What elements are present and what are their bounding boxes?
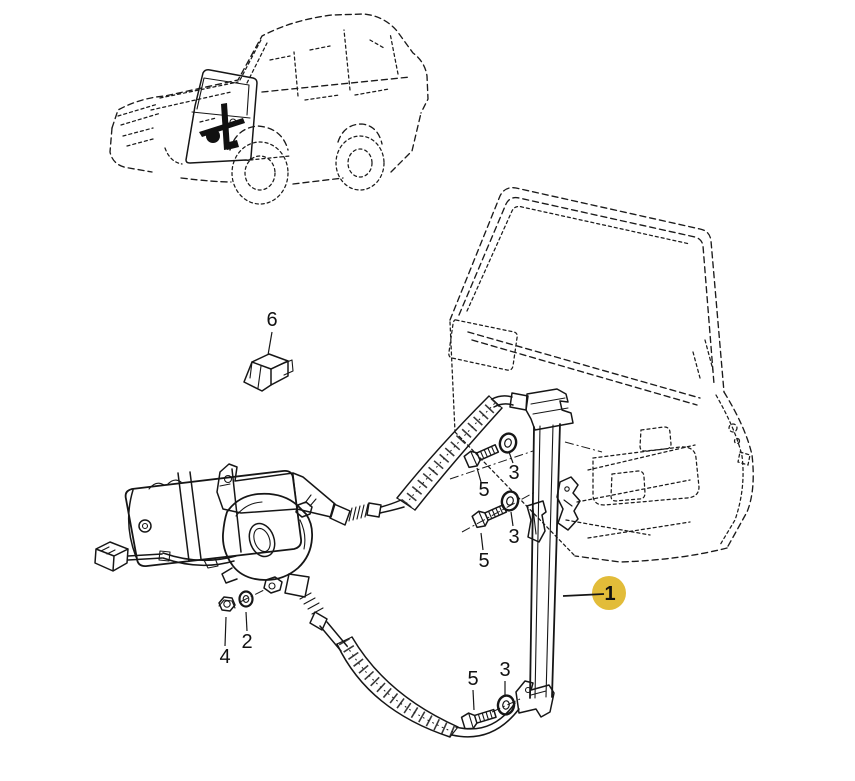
leader-3-middle <box>510 511 514 527</box>
glass-slider-clamp <box>526 476 581 543</box>
leader-5-upper <box>476 467 482 483</box>
callout-5-lower[interactable]: 5 <box>467 668 478 690</box>
callout-4[interactable]: 4 <box>219 646 230 668</box>
callouts: 6 5 3 5 3 4 2 5 3 1 <box>219 309 626 711</box>
highlighted-hotspot-1[interactable]: 1 <box>562 576 626 610</box>
washer-upper <box>496 430 520 456</box>
callout-1[interactable]: 1 <box>604 583 615 605</box>
door-regulator-glyph <box>199 103 245 150</box>
callout-3-upper[interactable]: 3 <box>508 462 519 484</box>
leader-2 <box>245 611 248 632</box>
electric-motor <box>124 468 303 569</box>
leader-5-middle <box>480 532 484 551</box>
regulator-rail <box>525 388 574 699</box>
callout-5-upper[interactable]: 5 <box>478 479 489 501</box>
clip-part-6 <box>243 353 294 392</box>
car-door-open <box>185 69 258 164</box>
bolt-lower <box>460 704 498 732</box>
upper-cable <box>329 499 405 526</box>
motor-mount-bracket <box>216 463 336 518</box>
lower-cable-guide-channel <box>336 636 520 738</box>
callout-3-lower[interactable]: 3 <box>499 659 510 681</box>
connector-plug <box>94 541 171 572</box>
rail-bottom-bracket <box>515 680 555 718</box>
callout-6[interactable]: 6 <box>266 309 277 331</box>
hotspot-circle[interactable] <box>592 576 626 610</box>
callout-3-middle[interactable]: 3 <box>508 526 519 548</box>
fasteners <box>218 430 603 732</box>
nut-part-4 <box>218 596 236 612</box>
callout-2[interactable]: 2 <box>241 631 252 653</box>
upper-cable-guide-channel <box>396 392 529 511</box>
gearbox-drive <box>221 492 317 603</box>
leader-5-lower <box>472 689 475 711</box>
washer-part-2 <box>238 590 254 608</box>
callout-5-middle[interactable]: 5 <box>478 550 489 572</box>
car-location-sketch <box>109 13 429 205</box>
leader-6 <box>267 331 273 356</box>
leader-3-upper <box>508 451 514 464</box>
leader-1 <box>562 593 605 597</box>
leader-4 <box>224 616 227 647</box>
lower-cable <box>284 573 348 652</box>
window-regulator-assembly <box>94 388 581 738</box>
door-panel-sketch <box>448 187 754 563</box>
washer-middle <box>498 488 522 514</box>
